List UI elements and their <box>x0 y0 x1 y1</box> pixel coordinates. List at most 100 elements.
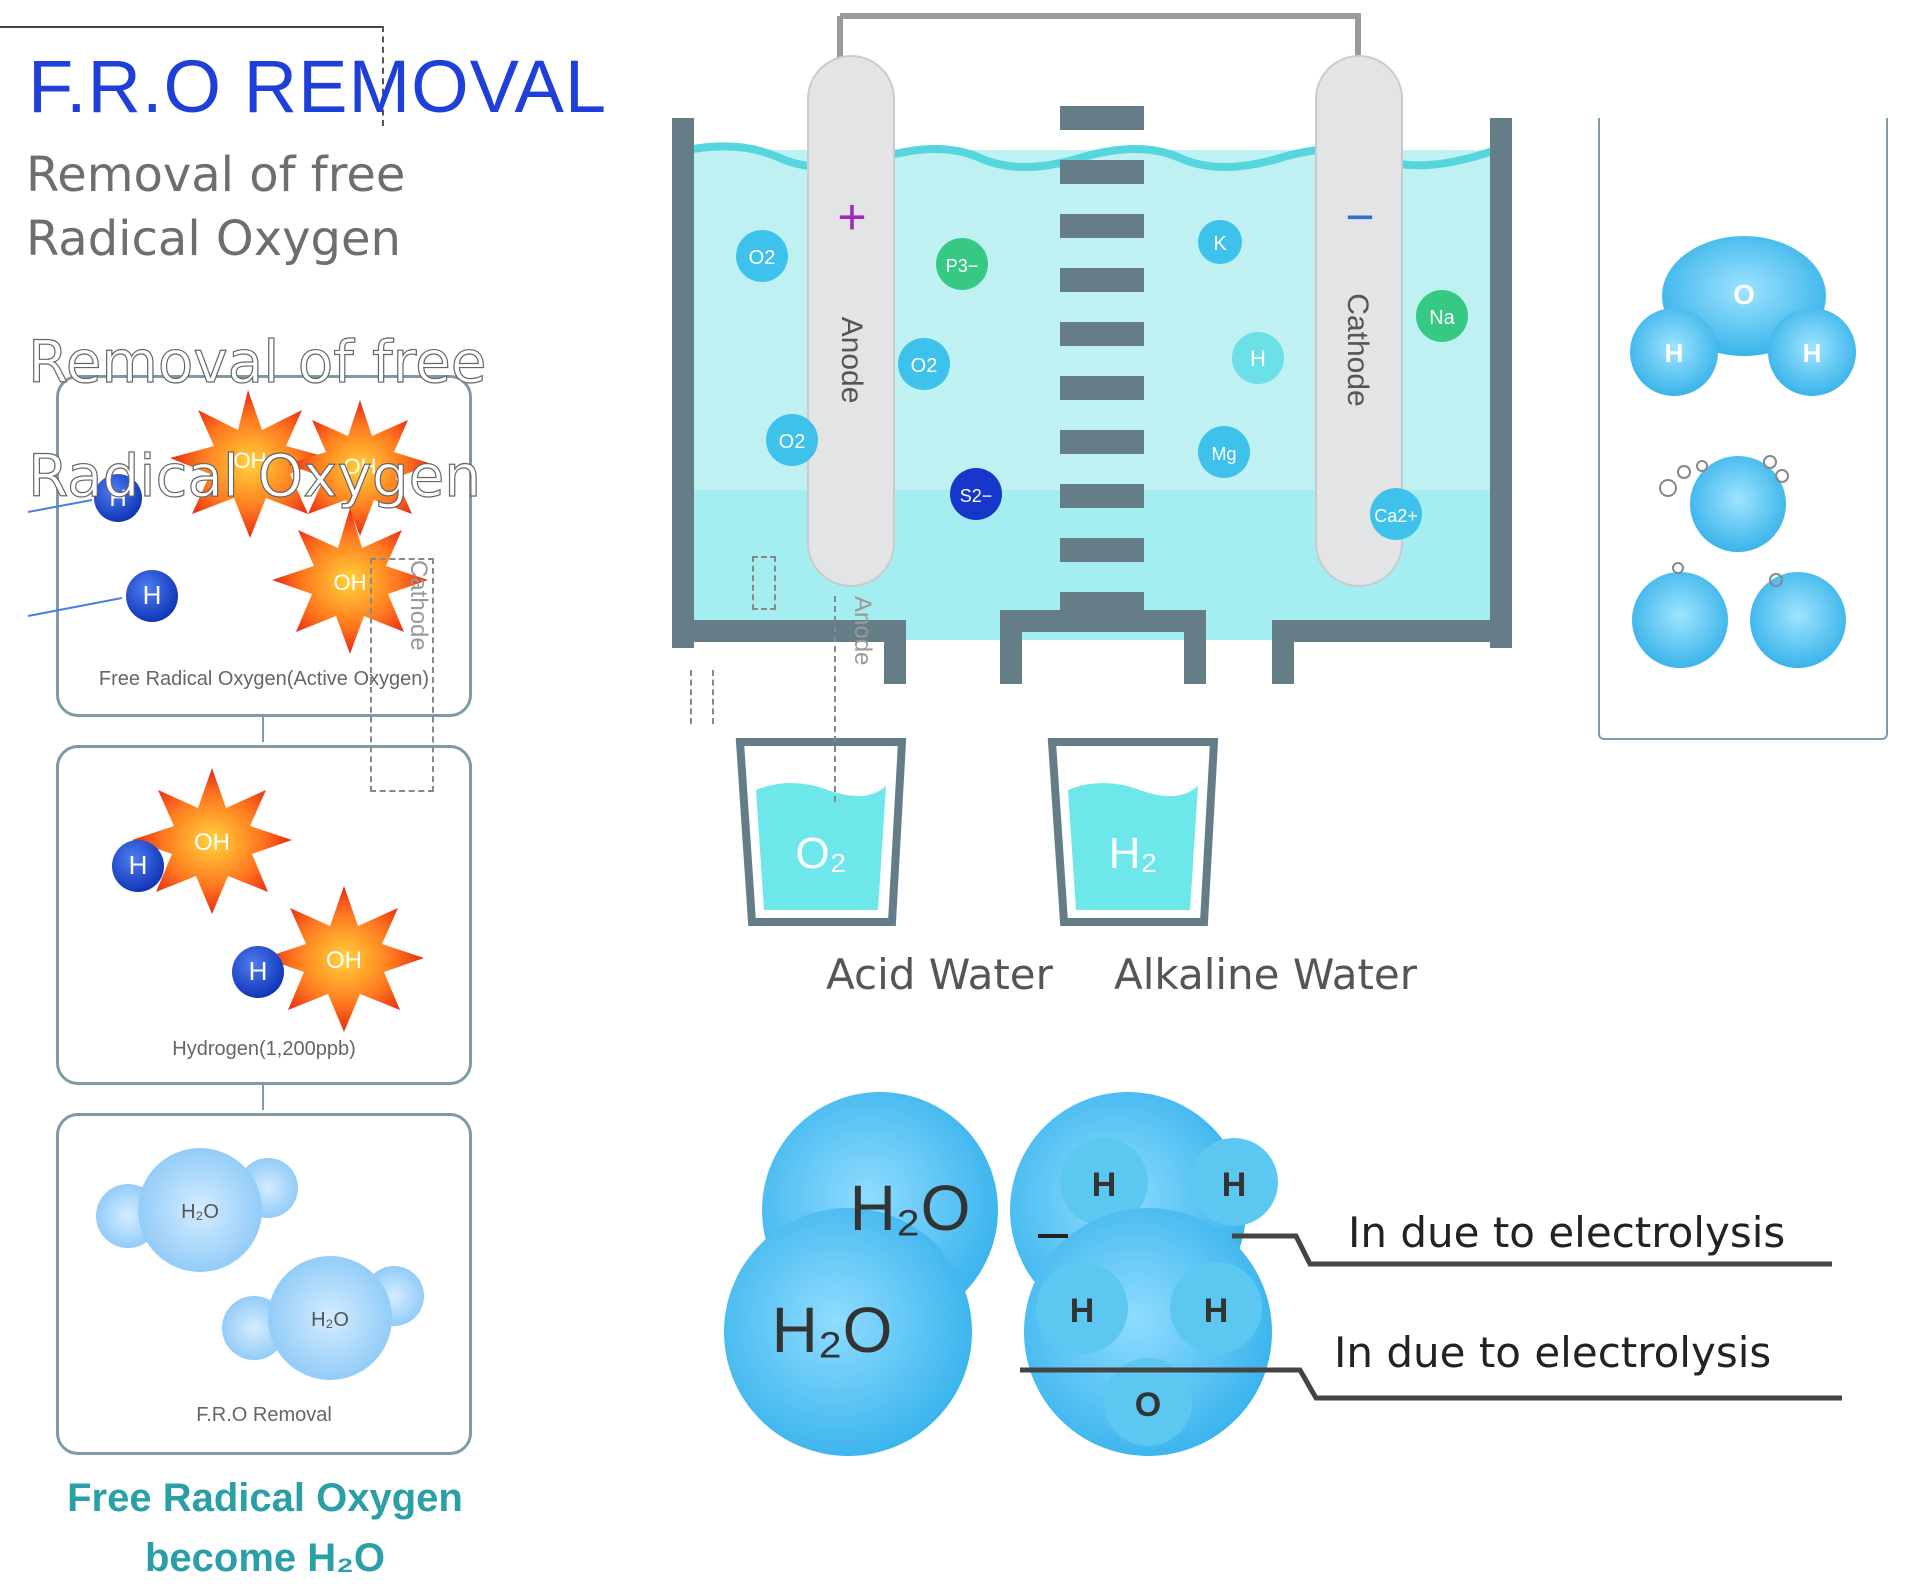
cathode-rod <box>1315 55 1403 587</box>
subtitle-line-1: Removal of free <box>26 147 406 203</box>
svg-text:O2: O2 <box>749 247 776 269</box>
burst-oh-label-1: OH <box>234 448 267 473</box>
burst-oh-5: OH <box>264 886 424 1032</box>
cup-alkaline-label: Alkaline Water <box>1114 950 1418 999</box>
svg-text:P3−: P3− <box>946 256 979 276</box>
anode-rod <box>807 55 895 587</box>
svg-text:O2: O2 <box>911 355 938 377</box>
panel-caption-1: Free Radical Oxygen(Active Oxygen) <box>98 668 430 690</box>
molecule-box <box>1598 118 1888 740</box>
burst-oh-label-3: OH <box>334 570 367 595</box>
top-atom-h1: H <box>1092 1166 1117 1204</box>
vertical-stray-1: Cathode <box>370 558 434 792</box>
cathode-label: Cathode <box>1341 293 1374 406</box>
equation-art: H₂O H₂O H H H H O <box>724 1092 1842 1456</box>
membrane-base <box>1000 610 1206 632</box>
cathode-sign: − <box>1345 189 1374 245</box>
ghost-line-2: Radical Oxygen <box>27 441 482 510</box>
stray-dashed-box <box>752 556 776 610</box>
front-atom-h2: H <box>1204 1292 1229 1330</box>
h2o-molecule-1: H₂O <box>96 1148 298 1272</box>
ghost-line-1: Removal of free <box>27 327 487 396</box>
page-title: F.R.O REMOVAL <box>28 45 608 128</box>
vertical-stray-2: Anode <box>834 596 876 802</box>
bottom-caption-1: Free Radical Oxygen <box>67 1476 463 1520</box>
h2o-back-text: H₂O <box>850 1172 971 1244</box>
svg-text:S2−: S2− <box>960 486 993 506</box>
h-atom-label-1: H <box>109 485 126 512</box>
ion-h: H <box>1232 332 1284 384</box>
cup-acid: O₂ <box>735 738 907 926</box>
connector-2 <box>262 1082 264 1110</box>
dashed-guide <box>382 26 384 126</box>
bottom-caption-wrap: Free Radical Oxygen become H₂O <box>40 1468 490 1588</box>
h-atom-label-2: H <box>143 580 162 610</box>
h2o-front-text: H₂O <box>772 1294 893 1366</box>
ion-mg: Mg <box>1198 426 1250 478</box>
ion-p3: P3− <box>936 238 988 290</box>
panel-caption-2-wrap: Hydrogen(1,200ppb) <box>56 1038 472 1061</box>
tank-floor-left <box>672 620 886 642</box>
molecule-o-label: O <box>1733 279 1755 310</box>
cup-acid-label: Acid Water <box>826 950 1053 999</box>
vertical-stray-2-text: Anode <box>849 596 876 666</box>
ion-o2-2: O2 <box>898 338 950 390</box>
connector-1 <box>262 714 264 742</box>
front-atom-h1: H <box>1070 1292 1095 1330</box>
subtitle-line-2: Radical Oxygen <box>26 211 401 267</box>
h-atom-label-4: H <box>249 956 268 986</box>
front-atom-o: O <box>1135 1386 1161 1424</box>
panel-caption-1-wrap: Free Radical Oxygen(Active Oxygen) <box>56 668 472 691</box>
vertical-stray-1-text: Cathode <box>405 560 432 651</box>
ion-k: K <box>1198 220 1242 264</box>
top-atom-h2: H <box>1222 1166 1247 1204</box>
h-atom-4 <box>232 946 284 998</box>
h-atom-label-3: H <box>129 850 148 880</box>
ion-na: Na <box>1416 290 1468 342</box>
svg-text:K: K <box>1213 233 1227 255</box>
cup-alkaline-formula: H₂ <box>1109 829 1158 878</box>
bottom-caption-2: become H₂O <box>144 1536 386 1580</box>
svg-text:O2: O2 <box>779 431 806 453</box>
top-left-rule <box>0 26 384 28</box>
h2o-molecule-2: H₂O <box>222 1256 424 1380</box>
ion-s2: S2− <box>950 468 1002 520</box>
tank-floor-right <box>1294 620 1512 642</box>
panel-caption-3-wrap: F.R.O Removal <box>56 1404 472 1427</box>
panel-hydrogen <box>56 745 472 1085</box>
burst-oh-4: OH <box>132 768 292 914</box>
label-electrolysis-top: In due to electrolysis <box>1348 1208 1786 1257</box>
h2o-front-ball <box>724 1208 972 1456</box>
burst-oh-3: OH <box>272 508 428 654</box>
burst-oh-label-5: OH <box>326 947 362 974</box>
leader-bottom <box>1020 1367 1842 1401</box>
stray-dashed-tick <box>690 670 714 724</box>
molecule-h-right-label: H <box>1803 338 1822 368</box>
svg-text:Na: Na <box>1429 307 1455 329</box>
h2o-label-2: H₂O <box>311 1309 349 1331</box>
ion-ca: Ca2+ <box>1370 488 1422 540</box>
panel-caption-3: F.R.O Removal <box>196 1404 332 1426</box>
cup-alkaline: H₂ <box>1047 738 1219 926</box>
panel-caption-2: Hydrogen(1,200ppb) <box>172 1038 356 1060</box>
h-atom-2 <box>126 570 178 622</box>
ion-o2-3: O2 <box>766 414 818 466</box>
burst-oh-label-2: OH <box>344 454 377 479</box>
panels-art: OH OH OH H H OH OH H H H₂O H₂O <box>27 390 432 1380</box>
burst-oh-1: OH <box>170 390 330 538</box>
svg-text:Mg: Mg <box>1211 444 1236 464</box>
anode-label: Anode <box>835 317 868 404</box>
cup-acid-formula: O₂ <box>795 829 846 878</box>
tank-wall-left <box>672 118 694 648</box>
svg-text:Ca2+: Ca2+ <box>1374 506 1418 526</box>
molecule-h-left-label: H <box>1665 338 1684 368</box>
h-atom-3 <box>112 840 164 892</box>
h2o-label-1: H₂O <box>181 1201 219 1223</box>
svg-text:H: H <box>1250 346 1266 371</box>
label-electrolysis-bottom: In due to electrolysis <box>1334 1328 1772 1377</box>
leader-top <box>1232 1233 1832 1267</box>
anode-sign: + <box>837 189 866 245</box>
tank-wall-right <box>1490 118 1512 648</box>
arrow-2 <box>27 597 123 617</box>
molecule-art: O H H <box>1630 236 1856 668</box>
